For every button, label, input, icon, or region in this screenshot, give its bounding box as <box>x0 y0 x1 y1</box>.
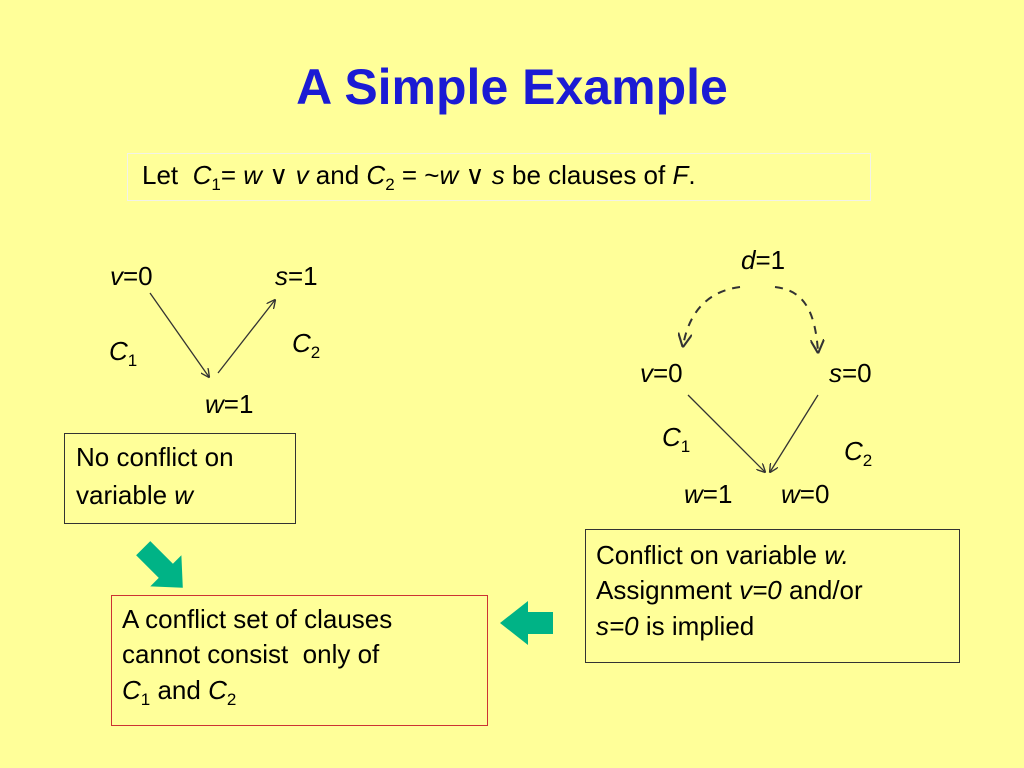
conflict-line3: s=0 is implied <box>596 610 755 641</box>
no-conflict-note: No conflict on variable w <box>64 433 296 524</box>
node-v-left: v=0 <box>110 261 153 291</box>
conflict-set-line1: A conflict set of clauses <box>122 604 393 634</box>
edge-label-c2-left: C2 <box>292 328 321 362</box>
node-w-left: w=1 <box>205 389 254 419</box>
clause-c2-name: C <box>366 160 386 190</box>
conflict-set-line2: cannot consist only of <box>122 639 380 670</box>
and-word: and <box>315 160 360 190</box>
clause-definition-box: Let C1= w ∨ v and C2 = ~w ∨ s be clauses… <box>127 153 871 201</box>
clause-c1-subscript: 1 <box>211 175 221 194</box>
equals-sign: = <box>220 160 244 190</box>
literal-w: w <box>439 160 459 190</box>
node-v-right: v=0 <box>640 358 683 388</box>
green-block-arrow-left-icon <box>500 601 553 645</box>
literal-v: v <box>295 160 309 190</box>
literal-s: s <box>491 160 505 190</box>
let-word: Let <box>142 160 179 190</box>
edge-label-c1-left: C1 <box>109 336 138 370</box>
edge-label-c2-right: C2 <box>844 436 873 470</box>
edge-v-to-w-left <box>149 292 209 377</box>
edge-v-to-w-right <box>687 394 765 472</box>
conflict-set-line3: C1 and C2 <box>122 674 237 709</box>
node-s-left: s=1 <box>275 261 318 291</box>
node-w0-right: w=0 <box>781 479 830 509</box>
conflict-set-note: A conflict set of clauses cannot consist… <box>111 595 488 726</box>
no-conflict-line2: variable w <box>76 479 194 510</box>
conflict-line2: Assignment v=0 and/or <box>596 575 863 606</box>
literal-w: w <box>243 160 263 190</box>
or-symbol: ∨ <box>465 160 485 190</box>
edge-w-to-s-left <box>217 300 275 374</box>
node-w1-right: w=1 <box>684 479 733 509</box>
no-conflict-line1: No conflict on <box>76 442 234 472</box>
period: . <box>688 160 696 190</box>
green-block-arrow-down-right-icon <box>136 541 183 588</box>
conflict-note: Conflict on variable w. Assignment v=0 a… <box>585 529 960 663</box>
slide-title: A Simple Example <box>296 59 728 115</box>
edge-s-to-w-right <box>770 394 819 472</box>
clause-c1-name: C <box>192 160 212 190</box>
node-s-right: s=0 <box>829 358 872 388</box>
dashed-edge-d-to-s <box>774 286 818 352</box>
clause-c2-subscript: 2 <box>385 175 395 194</box>
formula-f: F <box>672 160 689 190</box>
conflict-line1: Conflict on variable w. <box>596 540 849 570</box>
equals-negation: = ~ <box>394 160 440 190</box>
dashed-edge-d-to-v <box>683 286 741 346</box>
be-clauses-of-text: be clauses of <box>512 160 666 190</box>
node-d: d=1 <box>741 245 786 275</box>
or-symbol: ∨ <box>269 160 289 190</box>
edge-label-c1-right: C1 <box>662 422 691 456</box>
